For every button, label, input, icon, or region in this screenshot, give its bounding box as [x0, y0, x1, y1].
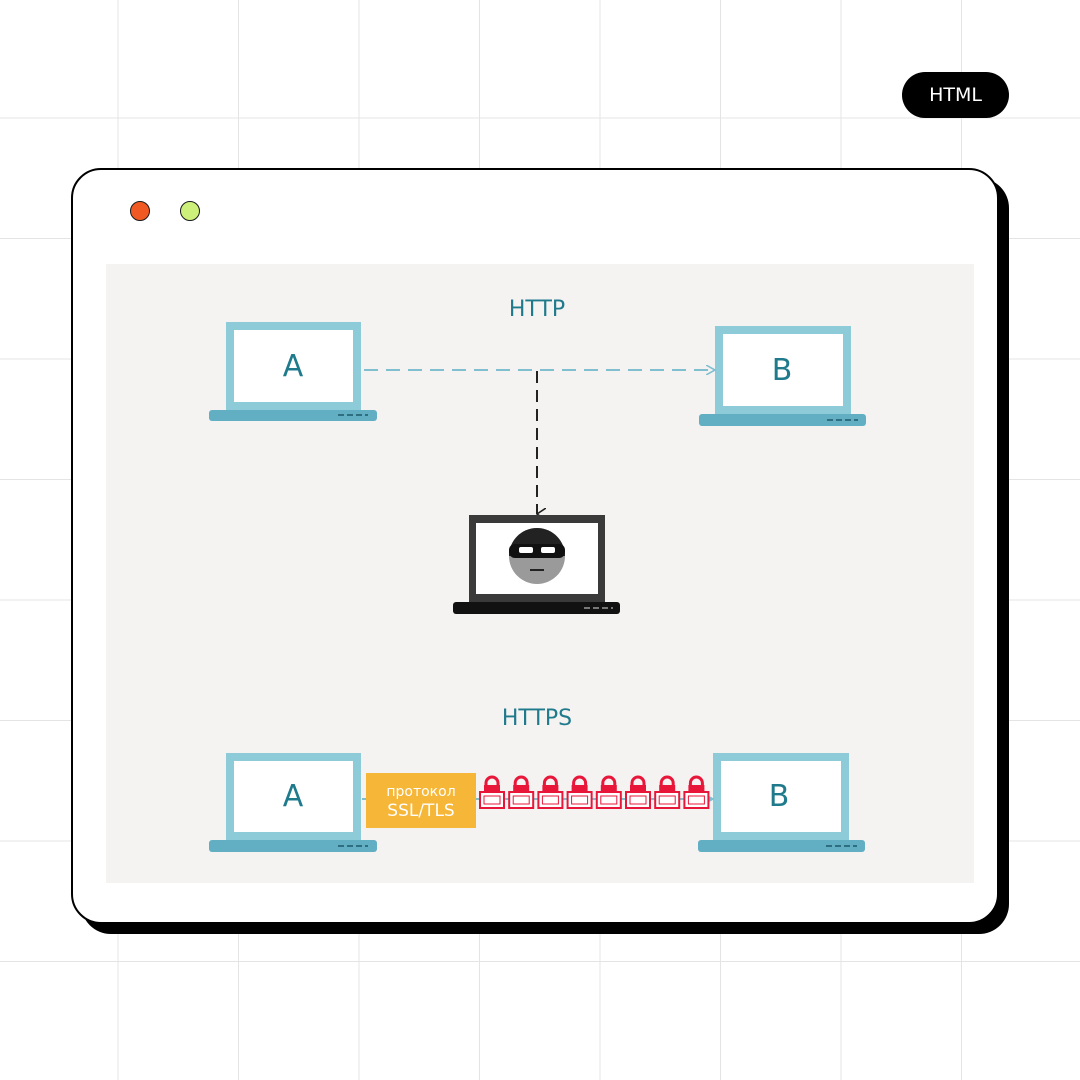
http-server-label: B — [772, 353, 793, 388]
html-tag-label: HTML — [929, 84, 982, 106]
lock-icon — [479, 775, 505, 809]
minimize-dot[interactable] — [180, 201, 200, 221]
lock-icon — [683, 775, 710, 809]
lock-icon — [595, 775, 622, 809]
http-client-laptop: A — [209, 322, 377, 421]
https-title: HTTPS — [502, 706, 572, 731]
lock-icon — [537, 775, 564, 809]
https-client-label: A — [283, 779, 304, 814]
lock-icon — [654, 775, 681, 809]
protocol-line-2: SSL/TLS — [387, 801, 454, 821]
http-title: HTTP — [509, 297, 565, 322]
protocol-line-1: протокол — [386, 784, 455, 800]
http-client-label: A — [283, 349, 304, 384]
html-tag-badge: HTML — [902, 72, 1009, 118]
attacker-laptop — [453, 515, 620, 614]
http-server-laptop: B — [699, 326, 866, 426]
ssl-tls-protocol-box: протокол SSL/TLS — [366, 773, 476, 828]
https-server-label: B — [769, 779, 790, 814]
lock-icon — [625, 775, 651, 809]
close-dot[interactable] — [130, 201, 150, 221]
lock-icon — [566, 775, 593, 809]
https-server-laptop: B — [698, 753, 865, 852]
https-client-laptop: A — [209, 753, 377, 852]
hacker-icon — [509, 528, 565, 584]
diagram-area: HTTP A B — [106, 264, 974, 883]
lock-icon — [508, 775, 535, 809]
http-https-diagram: HTTP A B — [209, 297, 866, 852]
encrypted-locks — [479, 775, 710, 809]
